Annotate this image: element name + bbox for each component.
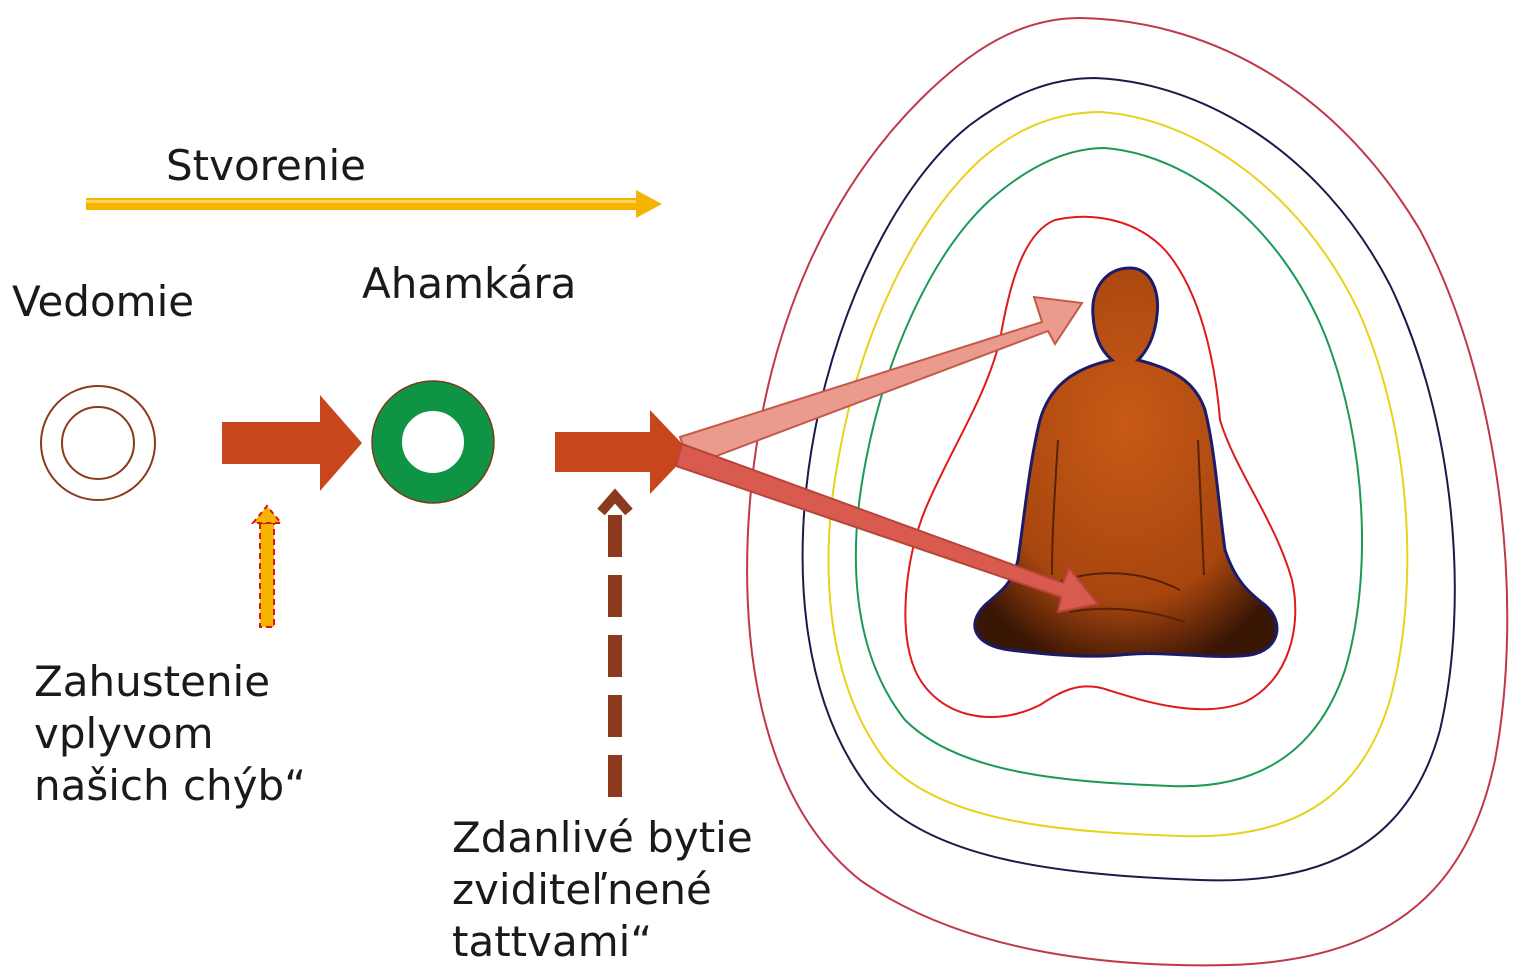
green-ring-icon: [387, 396, 479, 488]
apparent-being-label-line: zviditeľnené: [452, 864, 753, 916]
condensation-arrow: [253, 506, 281, 627]
meditating-figure-icon: [975, 268, 1277, 656]
condensation-label-line: Zahustenie: [34, 656, 306, 708]
apparent-being-label-line: tattvami“: [452, 916, 753, 968]
double-ring-icon: [41, 386, 155, 500]
apparent-being-arrow: [601, 496, 629, 800]
consciousness-label: Vedomie: [12, 276, 194, 328]
arrow-ahamkara-to-body: [555, 410, 690, 494]
creation-arrow: [86, 190, 662, 218]
apparent-being-label-line: Zdanlivé bytie: [452, 812, 753, 864]
ahamkara-label: Ahamkára: [362, 258, 576, 310]
condensation-label-line: našich chýb“: [34, 760, 306, 812]
apparent-being-label: Zdanlivé bytie zviditeľnené tattvami“: [452, 812, 753, 968]
ray-to-head: [680, 297, 1082, 466]
condensation-label: Zahustenie vplyvom našich chýb“: [34, 656, 306, 812]
arrow-consciousness-to-ahamkara: [222, 395, 362, 491]
creation-label: Stvorenie: [166, 140, 366, 192]
condensation-label-line: vplyvom: [34, 708, 306, 760]
